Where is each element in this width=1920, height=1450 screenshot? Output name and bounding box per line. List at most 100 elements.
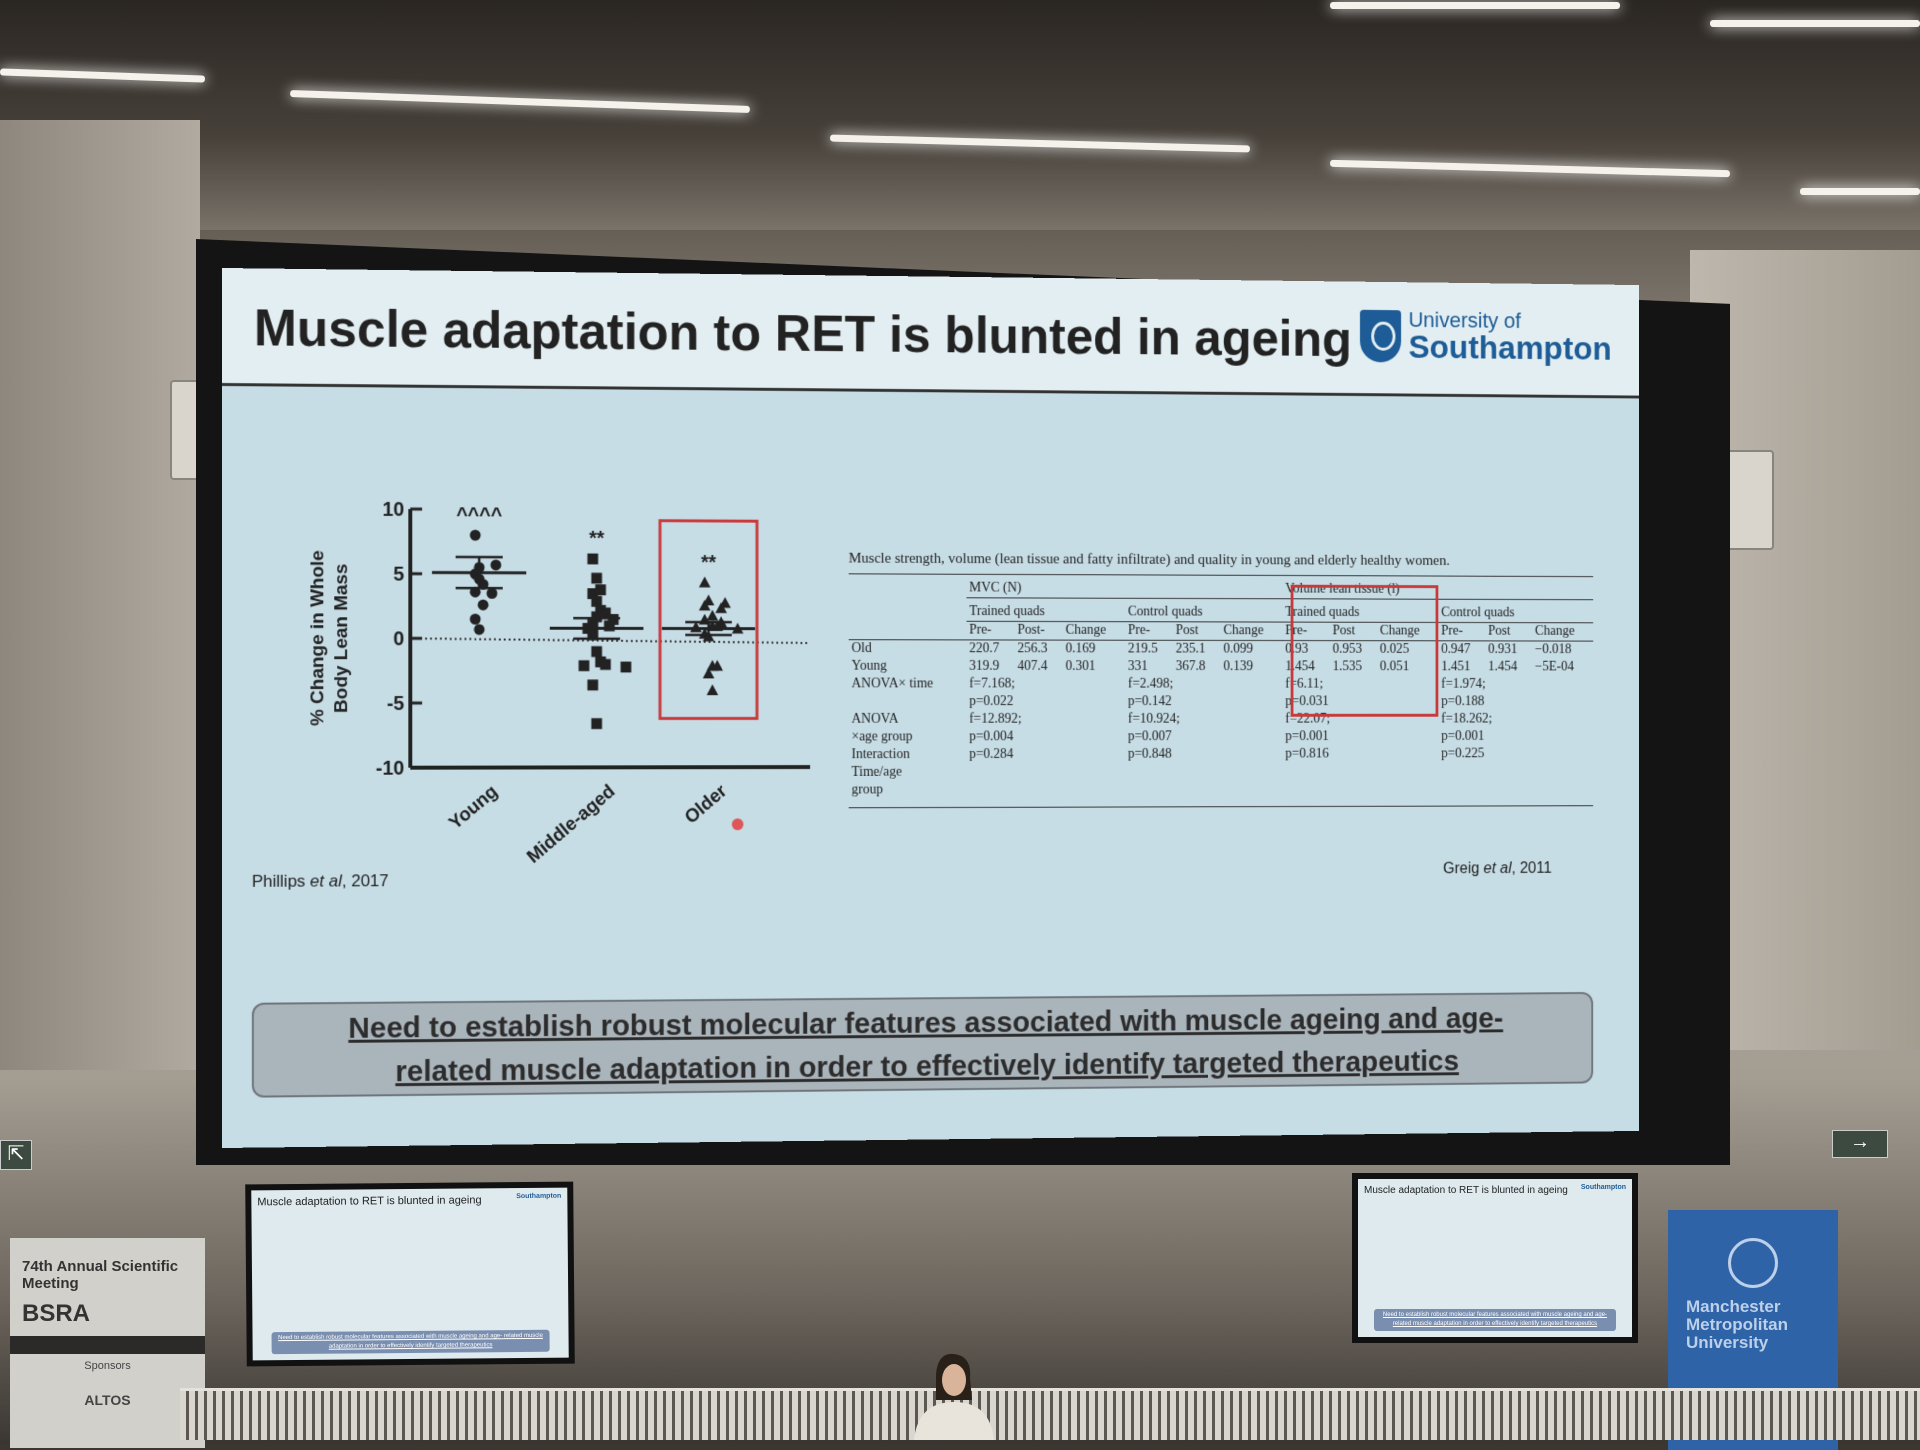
table-cell: −5E-04 (1532, 659, 1593, 676)
stats-cell (1282, 781, 1438, 799)
y-tick-label: -5 (387, 693, 405, 715)
y-axis-label-line: Body Lean Mass (331, 564, 352, 713)
data-point (600, 659, 611, 670)
significance-marker: ** (701, 552, 716, 574)
x-category-label: Young (445, 781, 502, 834)
stats-cell (966, 764, 1125, 782)
stats-cell (1125, 781, 1282, 799)
blank-cell (849, 574, 967, 597)
table-cell: 220.7 (966, 640, 1014, 658)
column-header: Pre- (1438, 622, 1485, 640)
stats-cell: p=0.284 (966, 746, 1125, 764)
subgroup-header: Control quads (1125, 598, 1282, 622)
stats-label: Interaction (849, 746, 967, 764)
blank-cell (849, 597, 967, 621)
stats-label (849, 693, 967, 711)
ceiling-light (1330, 160, 1730, 177)
stats-row: Time/age (849, 763, 1594, 782)
right-citation: Greig et al, 2011 (1443, 860, 1552, 878)
mini-callout: Need to establish robust molecular featu… (271, 1330, 549, 1354)
column-header: Post- (1015, 621, 1063, 640)
data-point (470, 530, 481, 541)
balcony-rail (180, 1388, 1920, 1440)
table-cell: 235.1 (1173, 640, 1221, 658)
scatter-chart: 1050-5-10% Change in WholeBody Lean Mass… (262, 468, 830, 918)
data-point (587, 680, 598, 691)
y-axis-label: % Change in WholeBody Lean Mass (307, 550, 352, 726)
stats-cell (1125, 763, 1282, 781)
mini-callout-line: Need to establish robust molecular featu… (1383, 1312, 1607, 1318)
column-header: Change (1221, 622, 1283, 641)
stats-cell: p=0.001 (1282, 728, 1438, 746)
ceiling-light (1800, 188, 1920, 195)
subgroup-header-row: Trained quadsControl quadsTrained quadsC… (849, 597, 1594, 622)
stats-cell: f=1.974; (1438, 676, 1593, 693)
stats-cell (1282, 763, 1438, 781)
highlight-box (1291, 585, 1439, 717)
table-cell: 0.099 (1221, 640, 1283, 658)
slide-header: Muscle adaptation to RET is blunted in a… (222, 268, 1639, 398)
stats-row: ×age groupp=0.004p=0.007p=0.001p=0.001 (849, 728, 1594, 746)
stats-cell: f=12.892; (966, 711, 1125, 729)
table-cell: 319.9 (966, 658, 1014, 676)
subgroup-header: Control quads (1438, 599, 1593, 623)
stats-cell (1438, 763, 1593, 781)
ceiling-light (0, 68, 205, 82)
stats-cell: p=0.816 (1282, 746, 1438, 764)
table-cell: 256.3 (1015, 640, 1063, 658)
banner-university-name: Manchester Metropolitan University (1668, 1298, 1838, 1352)
stats-cell: f=18.262; (1438, 711, 1593, 728)
ceiling (0, 0, 1920, 230)
stats-cell: p=0.848 (1125, 746, 1282, 764)
shield-icon (1360, 310, 1401, 363)
data-point (490, 559, 501, 570)
stats-cell: f=7.168; (966, 676, 1125, 694)
column-header: Change (1063, 622, 1125, 641)
exit-sign: → (1832, 1130, 1888, 1158)
presenter (908, 1352, 998, 1440)
column-header: Pre- (1125, 622, 1173, 641)
banner-org: BSRA (10, 1292, 205, 1336)
citation-etal: et al (1484, 860, 1512, 877)
table-cell: 331 (1125, 658, 1173, 676)
university-logo: University of Southampton (1360, 309, 1612, 366)
left-citation: Phillips et al, 2017 (252, 871, 389, 892)
mini-logo: Southampton (516, 1193, 561, 1200)
ceiling-light (1330, 2, 1620, 9)
stats-row: ANOVA× timef=7.168;f=2.498;f=6.11;f=1.97… (849, 676, 1594, 694)
citation-etal: et al (310, 871, 342, 890)
data-point (591, 573, 602, 584)
mini-logo: Southampton (1581, 1184, 1626, 1191)
table-cell: 219.5 (1125, 640, 1173, 658)
table-cell: 0.139 (1221, 658, 1283, 676)
stats-cell: p=0.022 (966, 693, 1125, 711)
stats-cell: f=10.924; (1125, 711, 1282, 729)
mini-callout: Need to establish robust molecular featu… (1374, 1309, 1615, 1331)
data-point (474, 624, 485, 635)
stats-cell (1438, 780, 1593, 798)
data-point (591, 646, 602, 657)
table-cell: 0.931 (1485, 641, 1532, 659)
mini-callout-line: related muscle adaptation in order to ef… (1393, 1321, 1597, 1327)
group-header-row: MVC (N)Volume lean tissue (l) (849, 574, 1594, 599)
stats-label: ×age group (849, 729, 967, 747)
data-point (487, 588, 498, 599)
table-caption: Muscle strength, volume (lean tissue and… (849, 551, 1594, 577)
data-point (621, 662, 632, 673)
column-header: Pre- (966, 621, 1014, 640)
group-header: MVC (N) (966, 575, 1282, 599)
results-table: Muscle strength, volume (lean tissue and… (849, 551, 1594, 809)
citation-year: , 2017 (342, 871, 389, 890)
column-header: Change (1532, 623, 1593, 641)
table-cell: 0.947 (1438, 641, 1485, 659)
mini-slide-title: Muscle adaptation to RET is blunted in a… (1364, 1185, 1568, 1196)
table-cell: 0.301 (1063, 658, 1125, 676)
data-point (579, 660, 590, 671)
table-cell: 1.451 (1438, 659, 1485, 676)
y-tick-label: -10 (376, 758, 405, 780)
citation-author: Greig (1443, 861, 1479, 878)
row-label: Old (849, 640, 967, 658)
stats-cell: p=0.007 (1125, 728, 1282, 746)
stats-cell: p=0.188 (1438, 693, 1593, 710)
university-emblem-icon (1728, 1238, 1778, 1288)
